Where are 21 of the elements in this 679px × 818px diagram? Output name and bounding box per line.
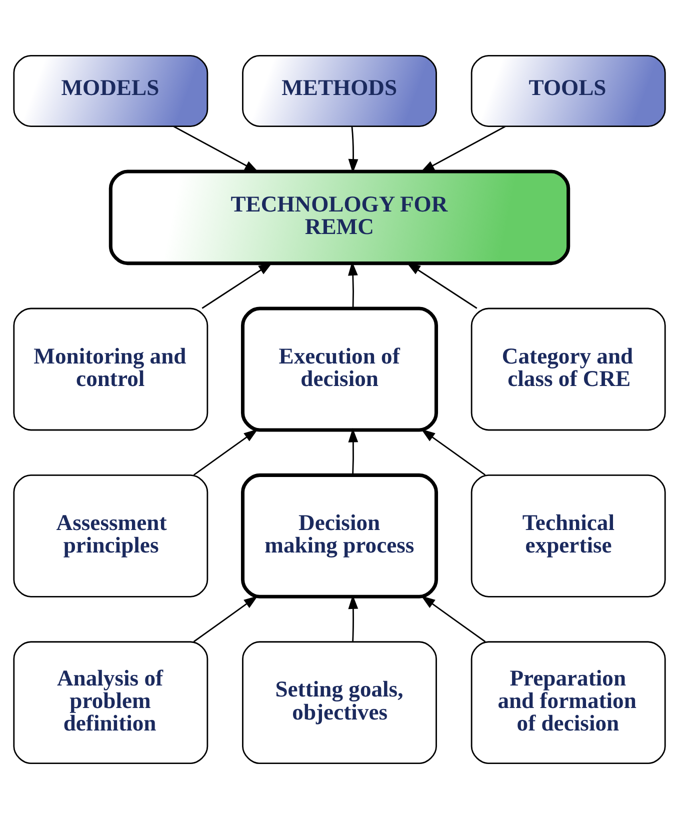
arrow — [421, 428, 486, 475]
node-box: Assessment principles — [13, 474, 208, 597]
node-box: TECHNOLOGY FOR REMC — [108, 169, 570, 265]
node-box: TOOLS — [470, 54, 666, 126]
node-box: Execution of decision — [240, 306, 438, 432]
node-box: Decision making process — [240, 472, 438, 598]
node-box: Analysis of problem definition — [13, 640, 208, 764]
arrow — [421, 595, 486, 642]
node-box: MODELS — [13, 54, 208, 126]
arrow — [348, 428, 358, 474]
node-box: Setting goals, objectives — [242, 640, 437, 764]
arrow — [193, 428, 258, 475]
arrow — [348, 126, 358, 173]
node-box: Technical expertise — [470, 474, 666, 597]
arrow — [420, 125, 506, 172]
node-box: METHODS — [242, 54, 437, 126]
arrow — [193, 595, 258, 642]
node-box: Monitoring and control — [13, 307, 208, 430]
arrow — [173, 125, 259, 172]
node-box: Category and class of CRE — [470, 307, 666, 430]
node-box: Preparation and formation of decision — [470, 640, 666, 764]
